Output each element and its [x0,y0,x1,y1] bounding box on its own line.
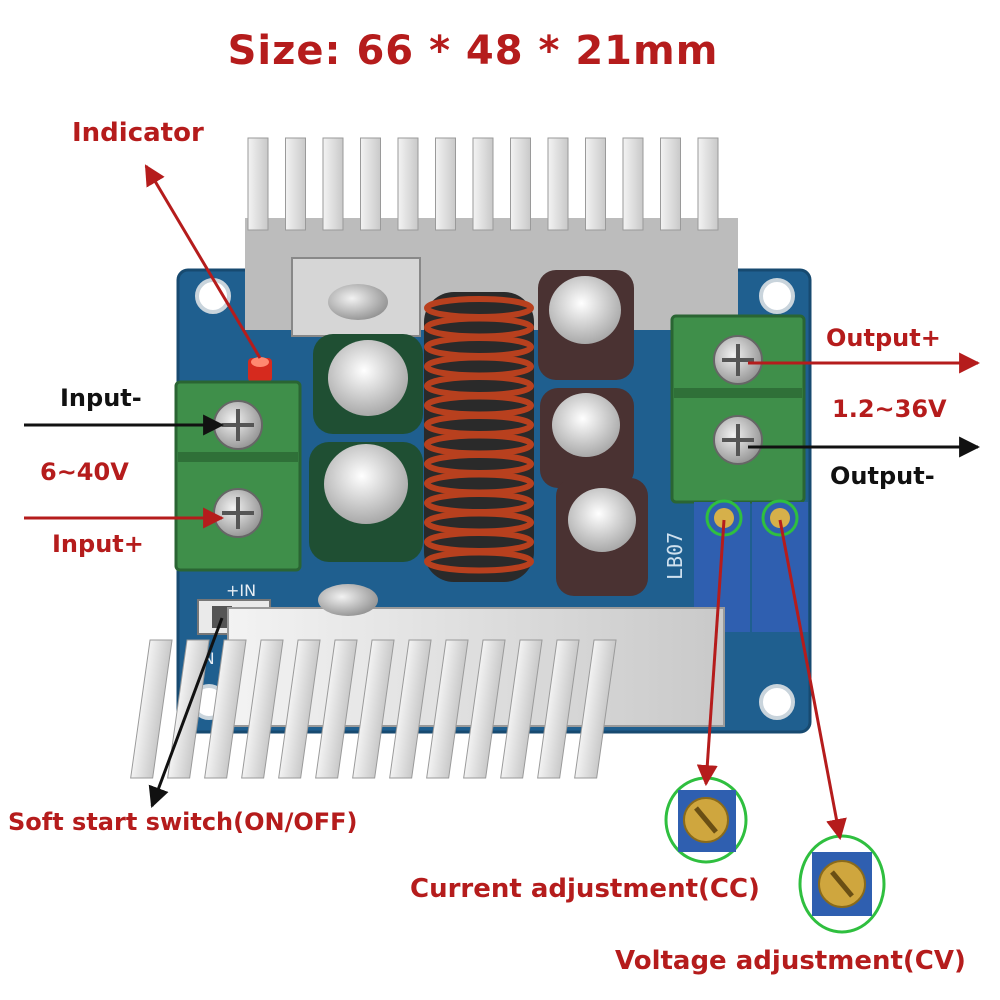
coil-turn [424,549,534,574]
output-capacitors [538,270,648,596]
heatsink-fin [241,639,284,779]
indicator-label: Indicator [72,118,204,148]
chip-marking: LB07 [663,532,687,580]
mount-hole [759,684,795,720]
in-plus-mark: +IN [226,581,256,600]
indicator-led [248,357,272,382]
heatsink-fin [352,639,395,779]
output-minus-label: Output- [830,462,935,490]
heatsink-fin [463,639,506,779]
heatsink-fin [500,639,543,779]
heatsink-fin [204,639,247,779]
heatsink-fin [622,137,644,231]
heatsink-fin [389,639,432,779]
heatsink-fin [472,137,494,231]
voltage-adj-arrow [778,519,847,841]
cv-pot-highlight [761,499,799,537]
heatsink-fin [510,137,531,231]
trimmer-pots-on-board [694,502,808,632]
front-heatsink [130,584,725,779]
input-terminal-block [174,380,302,572]
heatsink-fin [322,137,344,231]
mount-hole [759,278,795,314]
heatsink-fin [660,137,681,231]
heatsink-fin [426,639,469,779]
output-terminal-block [670,314,806,504]
soft-start-arrow [148,617,224,808]
heatsink-fin [537,639,580,779]
current-pot-closeup [664,776,748,864]
heatsink-fin [547,137,569,231]
indicator-arrow [144,164,262,359]
input-voltage-label: 6~40V [40,458,129,486]
output-voltage-label: 1.2~36V [832,395,947,423]
inductor-coil [424,292,534,582]
voltage-adjustment-label: Voltage adjustment(CV) [615,946,966,976]
heatsink-fin [360,137,381,231]
heatsink-screw [318,584,378,616]
heatsink-fin [697,137,719,231]
input-plus-label: Input+ [52,530,144,558]
voltage-pot-closeup [798,834,886,934]
heatsink-fin [397,137,419,231]
heatsink-fin [585,137,606,231]
heatsink-fin [435,137,456,231]
input-capacitors [309,334,423,562]
heatsink-fin [247,137,269,231]
heatsink-fin [278,639,321,779]
heatsink-screw [328,284,388,320]
current-adjustment-label: Current adjustment(CC) [410,874,760,904]
input-minus-label: Input- [60,384,142,412]
soft-start-label: Soft start switch(ON/OFF) [8,808,358,836]
size-title: Size: 66 * 48 * 21mm [227,28,719,74]
output-plus-label: Output+ [826,324,941,352]
current-adj-arrow [696,519,726,787]
heatsink-fin [574,639,617,779]
annotation-arrows [24,164,981,841]
heatsink-fin [315,639,358,779]
heatsink-fin [285,137,306,231]
heatsink-fin [130,639,173,779]
